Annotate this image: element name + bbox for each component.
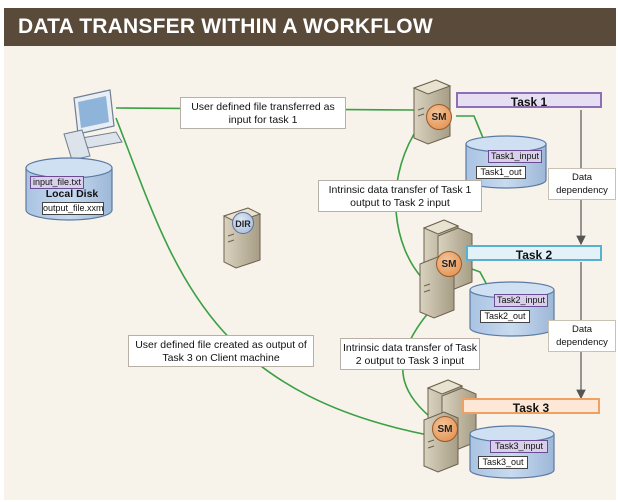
- callout-t1-to-t2: Intrinsic data transfer of Task 1 output…: [318, 180, 482, 212]
- task3-box: Task 3: [462, 398, 600, 415]
- task2-box: Task 2: [466, 245, 602, 262]
- task2-disk-cylinder: [469, 281, 555, 337]
- flow-task2-to-task3: [402, 311, 437, 423]
- local-disk-label: Local Disk: [45, 188, 99, 200]
- sm-node-task1: SM: [426, 104, 452, 130]
- task1-output-file: Task1_out: [476, 166, 526, 179]
- flow-lines: [49, 107, 445, 439]
- callout-t2-to-t3: Intrinsic data transfer of Task 2 output…: [340, 338, 480, 370]
- page-title: DATA TRANSFER WITHIN A WORKFLOW: [18, 15, 433, 38]
- task3-input-file: Task3_input: [490, 440, 548, 453]
- sm-node-task3: SM: [432, 416, 458, 442]
- flow-client-to-task3: [115, 117, 445, 439]
- callout-output-task3: User defined file created as output of T…: [128, 335, 314, 367]
- dir-node: DIR: [232, 212, 254, 234]
- sm-node-task2: SM: [436, 251, 462, 277]
- task3-output-file: Task3_out: [478, 456, 528, 469]
- dependency-label-1: Data dependency: [548, 168, 616, 200]
- local-output-file: output_file.xxm: [42, 202, 104, 215]
- client-computer-icon: [63, 89, 123, 161]
- local-input-file: input_file.txt: [30, 176, 84, 189]
- flow-task1-to-task2: [395, 133, 423, 279]
- title-bar: DATA TRANSFER WITHIN A WORKFLOW: [4, 8, 616, 46]
- diagram-canvas: input_file.txt Local Disk output_file.xx…: [4, 46, 616, 500]
- dependency-label-2: Data dependency: [548, 320, 616, 352]
- task2-input-file: Task2_input: [494, 294, 548, 307]
- callout-input-task1: User defined file transferred as input f…: [180, 97, 346, 129]
- task1-input-file: Task1_input: [488, 150, 542, 163]
- task2-output-file: Task2_out: [480, 310, 530, 323]
- task1-box: Task 1: [456, 92, 602, 109]
